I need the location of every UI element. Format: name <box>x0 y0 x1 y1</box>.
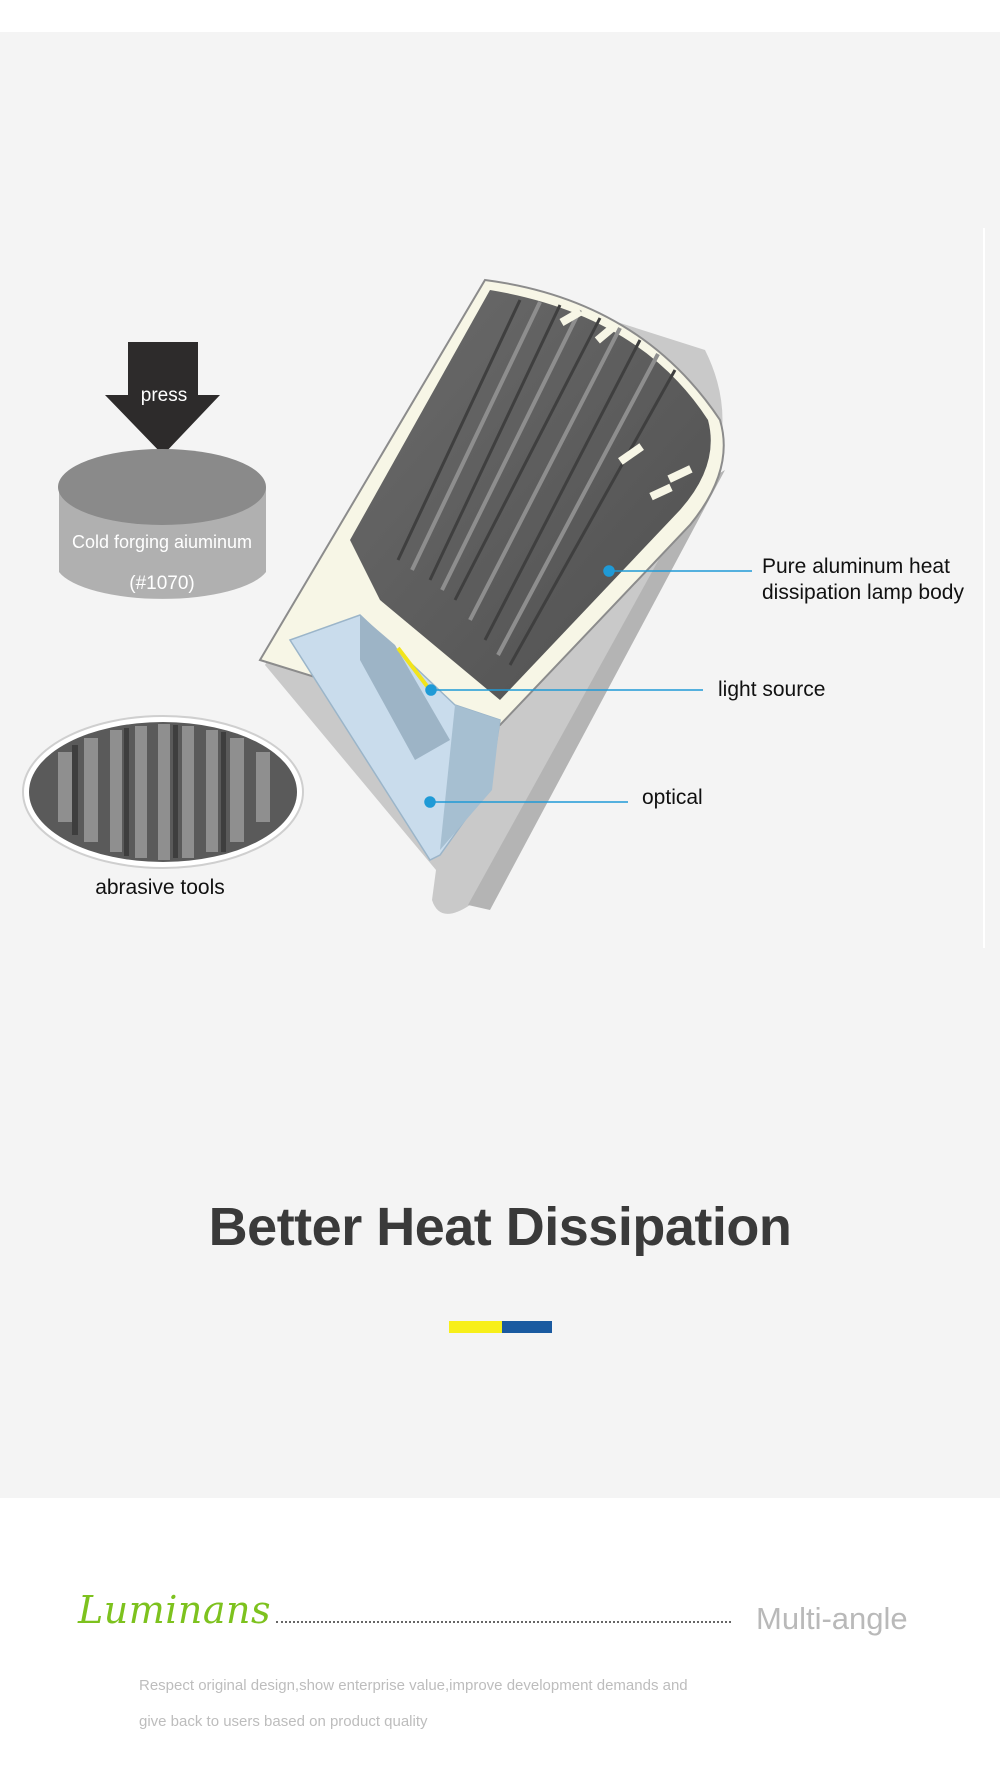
abrasive-tool-disc <box>22 715 304 869</box>
callout-optical: optical <box>642 786 703 809</box>
accent-bar-yellow <box>449 1321 502 1333</box>
callout-lamp-body-line1: Pure aluminum heat <box>762 555 950 578</box>
aluminum-cylinder <box>58 449 266 599</box>
lamp-cross-section-illustration <box>22 278 752 914</box>
footer-description-line2: give back to users based on product qual… <box>139 1713 428 1730</box>
lamp-body-cross-section <box>258 278 725 914</box>
callout-dot-light-source <box>425 684 437 696</box>
accent-bar-blue <box>502 1321 552 1333</box>
footer-description-line1: Respect original design,show enterprise … <box>139 1677 688 1694</box>
section-title: Better Heat Dissipation <box>208 1197 792 1257</box>
dotted-divider <box>276 1621 731 1623</box>
cylinder-code: (#1070) <box>129 573 195 594</box>
callout-lamp-body-line2: dissipation lamp body <box>762 581 964 604</box>
press-label: press <box>140 385 188 406</box>
brand-logo: Luminans <box>78 1588 271 1632</box>
callout-lines <box>424 565 752 808</box>
abrasive-tools-label: abrasive tools <box>95 876 225 899</box>
callout-dot-lamp-body <box>603 565 615 577</box>
cylinder-label: Cold forging aiuminum <box>71 532 253 552</box>
callout-dot-optical <box>424 796 436 808</box>
press-arrow-icon <box>105 342 220 455</box>
divider-line <box>983 228 985 948</box>
footer-description: Respect original design,show enterprise … <box>139 1668 739 1740</box>
tagline: Multi-angle <box>756 1601 908 1636</box>
callout-light-source: light source <box>718 678 826 701</box>
